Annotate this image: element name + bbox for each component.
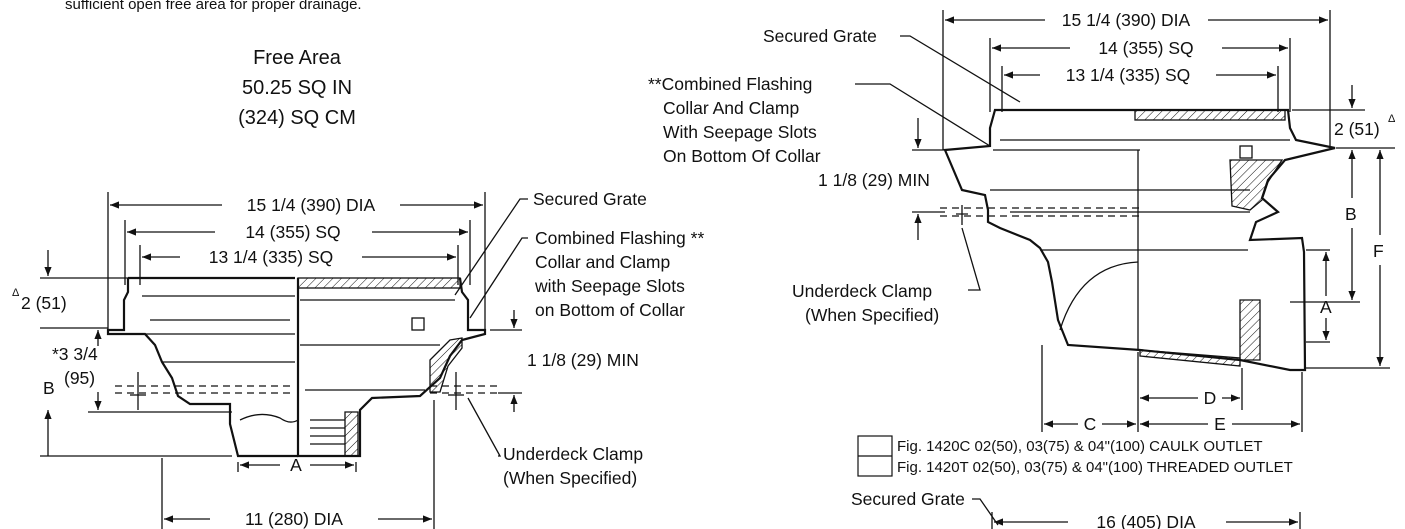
clamp-bolt-left [130, 372, 146, 410]
drain-body-left [106, 276, 298, 458]
leader-clamp-right [961, 227, 981, 291]
outlet-hatch [344, 411, 359, 457]
dim-3-34: *3 3/4 [52, 344, 98, 364]
callout-clamp-right-2: (When Specified) [805, 305, 939, 325]
dim-sq-14: 14 (355) SQ [245, 222, 340, 242]
callout-flashing-right-2: Collar And Clamp [663, 98, 799, 118]
leader-clamp [467, 397, 502, 457]
grate-section [297, 277, 461, 289]
free-area-sq-in: 50.25 SQ IN [242, 77, 352, 99]
left-drain-section: Free Area 50.25 SQ IN (324) SQ CM 15 1/4… [12, 47, 704, 529]
legend-caulk-outlet: Fig. 1420C 02(50), 03(75) & 04"(100) CAU… [897, 438, 1263, 455]
dim-sq-13-right: 13 1/4 (335) SQ [1066, 65, 1191, 85]
dim-f: F [1373, 241, 1384, 261]
leader-secured-grate [454, 198, 528, 296]
dim-e: E [1214, 414, 1226, 434]
free-area-title: Free Area [253, 47, 342, 69]
callout-secured-grate: Secured Grate [533, 189, 647, 209]
bottom-hatch [1139, 349, 1241, 367]
right-drain-section: 15 1/4 (390) DIA 14 (355) SQ 13 1/4 (335… [648, 10, 1396, 529]
drain-inner-lines [142, 295, 295, 363]
dim-95: (95) [64, 368, 95, 388]
break-line [239, 413, 299, 423]
bolt-right-view [1239, 145, 1253, 159]
dim-height-2: 2 (51) [21, 293, 67, 313]
dim-dia-top-right: 15 1/4 (390) DIA [1062, 10, 1191, 30]
callout-flashing-right-3: With Seepage Slots [663, 122, 817, 142]
dim-min-118: 1 1/8 (29) MIN [527, 350, 639, 370]
dim-height-2-right: 2 (51) [1334, 119, 1380, 139]
leader-flashing-right [855, 83, 991, 147]
dim-a-right: A [1320, 297, 1332, 317]
callout-secured-grate-right: Secured Grate [763, 26, 877, 46]
callout-clamp-1: Underdeck Clamp [503, 444, 643, 464]
callout-clamp-right-1: Underdeck Clamp [792, 281, 932, 301]
dim-sq-13: 13 1/4 (335) SQ [209, 247, 334, 267]
free-area-sq-cm: (324) SQ CM [238, 107, 356, 129]
dim-sq-14-right: 14 (355) SQ [1098, 38, 1193, 58]
dim-d: D [1204, 388, 1217, 408]
elbow-curve [1059, 261, 1139, 331]
dim-min-118-right: 1 1/8 (29) MIN [818, 170, 930, 190]
legend: Fig. 1420C 02(50), 03(75) & 04"(100) CAU… [857, 435, 1293, 477]
body-hatch-right [1229, 159, 1284, 211]
dim-c: C [1084, 414, 1097, 434]
callout-clamp-2: (When Specified) [503, 468, 637, 488]
leader-flashing [469, 237, 528, 319]
drain-inner-lines-right [300, 299, 455, 391]
dim-b-right: B [1345, 204, 1357, 224]
callout-flashing-2: Collar and Clamp [535, 252, 670, 272]
leader-secured-grate-right [900, 35, 1021, 103]
bottom-secured-grate: Secured Grate [851, 489, 965, 509]
legend-threaded-outlet: Fig. 1420T 02(50), 03(75) & 04"(100) THR… [897, 459, 1293, 476]
callout-flashing-right-4: On Bottom Of Collar [663, 146, 821, 166]
body-hatch [429, 337, 463, 393]
leader-bottom-grate [972, 498, 999, 526]
intro-text: sufficient open free area for proper dra… [65, 0, 362, 13]
clamp-bolt-right [411, 317, 464, 410]
dim-dia-top: 15 1/4 (390) DIA [247, 195, 376, 215]
drain-body-right [296, 277, 487, 458]
callout-flashing-4: on Bottom of Collar [535, 300, 685, 320]
dim-b-left: B [43, 378, 55, 398]
callout-flashing-1: Combined Flashing ** [535, 228, 704, 248]
outlet-hatch-right [1239, 299, 1261, 361]
callout-flashing-right-1: **Combined Flashing [648, 74, 812, 94]
dim-bottom-dia: 16 (405) DIA [1096, 512, 1196, 529]
inner-lines-right-view [990, 139, 1290, 251]
dim-dia-bottom: 11 (280) DIA [245, 509, 343, 529]
callout-flashing-3: with Seepage Slots [534, 276, 685, 296]
clamp-bolt-right-view [956, 205, 968, 225]
delta-mark: Δ [12, 287, 20, 299]
dim-a-left: A [290, 455, 302, 475]
thread-lines [310, 419, 345, 445]
delta-mark-right: Δ [1388, 113, 1396, 125]
grate-section-right [1134, 109, 1286, 121]
drain-body-right-view [943, 108, 1336, 372]
